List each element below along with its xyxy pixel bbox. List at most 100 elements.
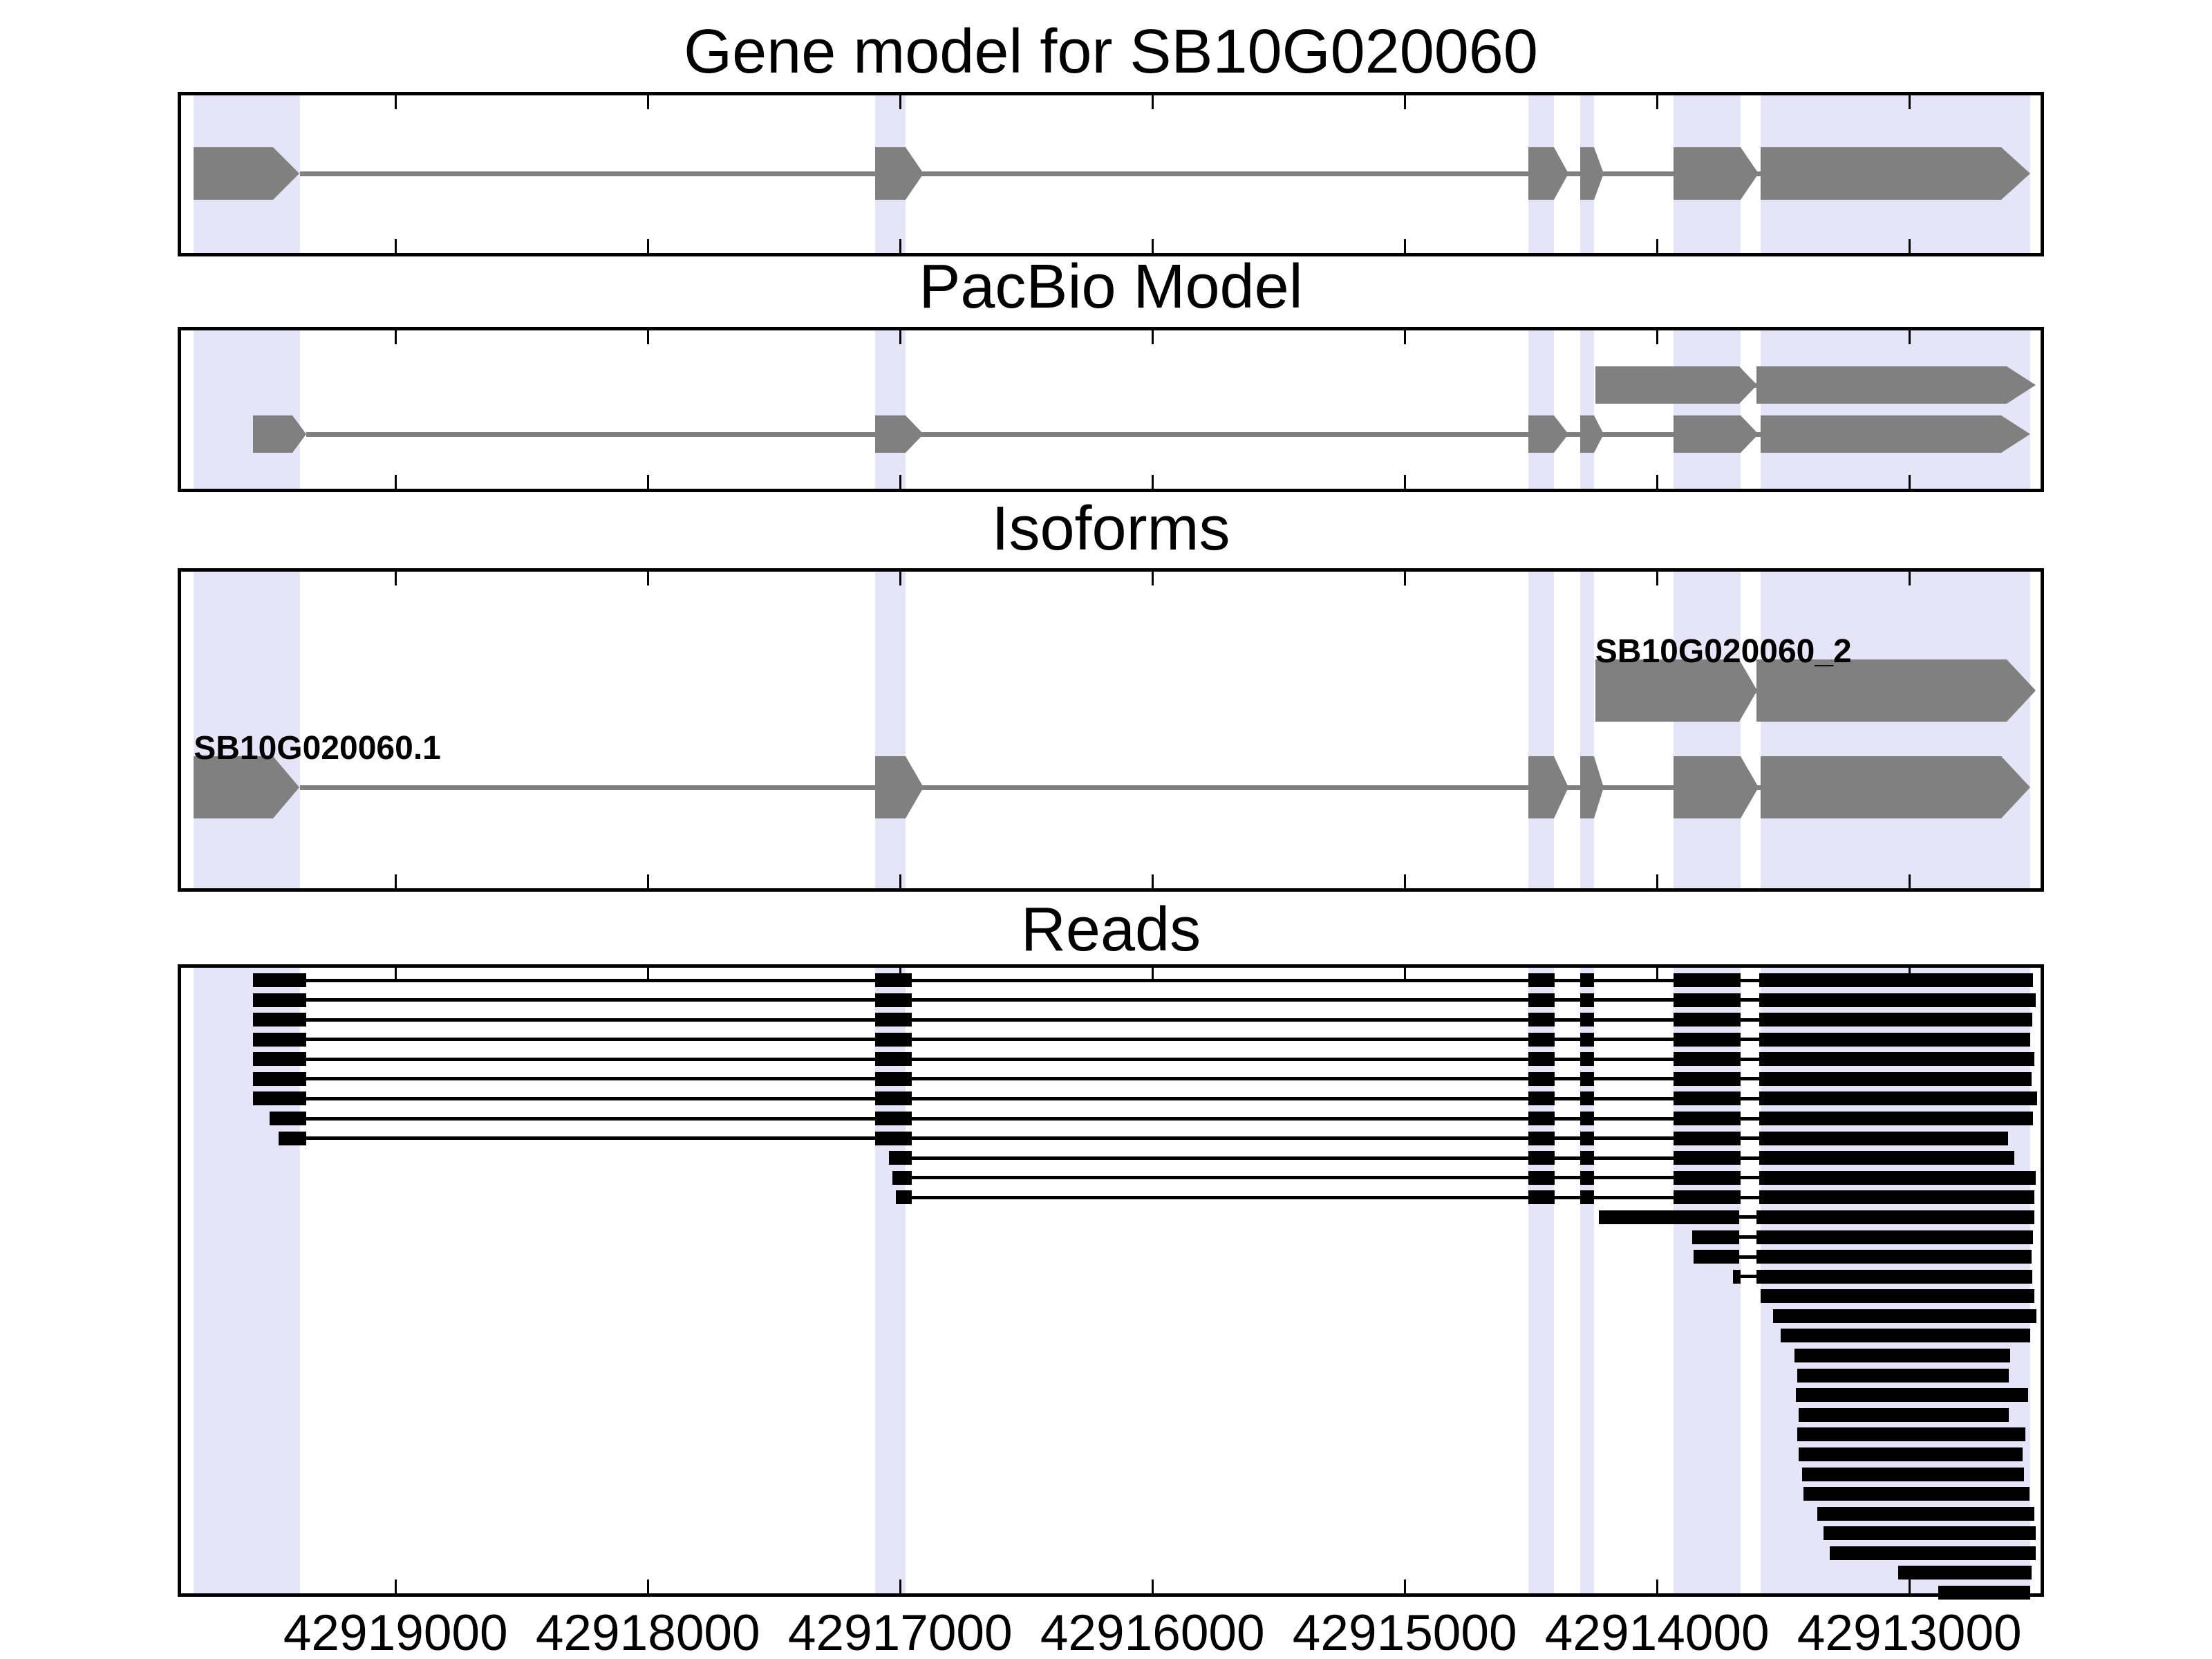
read-block (1673, 1052, 1741, 1067)
read-intron-line (1555, 1038, 1580, 1042)
exon-block (1673, 147, 1741, 200)
read-intron-line (1593, 1018, 1674, 1022)
read-block (1673, 1151, 1741, 1165)
read-block (1673, 1071, 1741, 1086)
read-block (1756, 1210, 2034, 1224)
read-intron-line (1555, 1176, 1580, 1180)
read-intron-line (1593, 1176, 1674, 1180)
read-intron-line (306, 1136, 875, 1141)
intron-line (1593, 171, 1674, 176)
panel-title-pacbio-model: PacBio Model (919, 252, 1303, 321)
read-block (1781, 1329, 2031, 1343)
axis-tick (394, 1580, 397, 1593)
isoform-label-sb10g020060-2: SB10G020060_2 (1595, 633, 1852, 670)
exon-arrow-tip (905, 147, 924, 200)
read-block (1938, 1585, 2031, 1600)
read-row (181, 968, 2041, 1593)
axis-tick (1656, 475, 1658, 489)
read-intron-line (306, 1038, 875, 1042)
exon-arrow-tip (905, 415, 924, 453)
axis-tick (1656, 968, 1658, 982)
read-block (253, 993, 306, 1007)
read-intron-line (1555, 998, 1580, 1002)
read-intron-line (1593, 998, 1674, 1002)
read-intron-line (1740, 1136, 1760, 1141)
exon-arrow-tip (1593, 147, 1604, 200)
read-block (1798, 1407, 2009, 1422)
exon-highlight-band (194, 330, 300, 489)
axis-tick (1151, 475, 1154, 489)
read-intron-line (911, 1096, 1529, 1100)
read-block (1773, 1309, 2036, 1323)
axis-tick (646, 330, 649, 344)
read-row (181, 968, 2041, 1593)
panel-gene-model (178, 92, 2044, 256)
exon-block (1528, 147, 1554, 200)
exon-highlight-band (1760, 572, 2031, 888)
exon-arrow-tip (2006, 659, 2036, 722)
read-intron-line (911, 1018, 1529, 1022)
read-intron-line (1740, 1116, 1760, 1121)
read-block (1673, 993, 1741, 1007)
read-row (181, 968, 2041, 1593)
read-intron-line (1555, 1057, 1580, 1061)
axis-tick (1908, 572, 1911, 585)
read-block (1673, 1091, 1741, 1106)
exon-highlight-band (194, 572, 300, 888)
read-block (1528, 1190, 1555, 1205)
axis-tick (899, 239, 901, 253)
axis-tick (1151, 874, 1154, 888)
axis-tick (394, 239, 397, 253)
exon-highlight-band (1528, 330, 1554, 489)
read-row (181, 968, 2041, 1593)
read-intron-line (1740, 1038, 1760, 1042)
read-block (1803, 1487, 2030, 1501)
exon-highlight-band (1673, 968, 1741, 1593)
axis-tick-label: 42915000 (1292, 1605, 1517, 1659)
exon-block (874, 147, 906, 200)
axis-tick (646, 968, 649, 982)
read-intron-line (911, 1077, 1529, 1081)
read-row (181, 968, 2041, 1593)
read-row (181, 968, 2041, 1593)
read-row (181, 968, 2041, 1593)
exon-block (194, 147, 274, 200)
axis-tick (1151, 572, 1154, 585)
read-row (181, 968, 2041, 1593)
read-block (1673, 1013, 1741, 1027)
read-row (181, 968, 2041, 1593)
read-block (1794, 1349, 2011, 1363)
axis-tick (394, 95, 397, 109)
axis-tick-label: 42913000 (1797, 1605, 2022, 1659)
read-block (1528, 1071, 1555, 1086)
read-intron-line (1740, 998, 1760, 1002)
axis-tick (1908, 239, 1911, 253)
exon-arrow-tip (1740, 756, 1759, 818)
panel-reads (178, 964, 2044, 1600)
read-intron-line (1593, 1096, 1674, 1100)
read-intron-line (1740, 1096, 1760, 1100)
read-block (1580, 1190, 1594, 1205)
read-intron-line (911, 1156, 1529, 1160)
read-intron-line (1740, 1176, 1760, 1180)
read-intron-line (306, 978, 875, 982)
read-intron-line (1593, 1057, 1674, 1061)
intron-line (299, 785, 875, 790)
panel-pacbio-model (178, 327, 2044, 492)
axis-tick (1151, 330, 1154, 344)
intron-line (905, 785, 1529, 790)
exon-block (1595, 366, 1739, 404)
read-block (1599, 1210, 1739, 1224)
read-intron-line (1740, 1156, 1760, 1160)
intron-line (905, 431, 1529, 437)
axis-tick (394, 330, 397, 344)
exon-block (1580, 147, 1594, 200)
exon-block (1528, 756, 1554, 818)
axis-tick (1403, 874, 1406, 888)
read-row (181, 968, 2041, 1593)
read-block (1759, 1052, 2034, 1067)
axis-tick (1656, 1580, 1658, 1593)
read-block (1692, 1230, 1739, 1244)
read-intron-line (1555, 1136, 1580, 1141)
axis-tick-label: 42917000 (787, 1605, 1013, 1659)
